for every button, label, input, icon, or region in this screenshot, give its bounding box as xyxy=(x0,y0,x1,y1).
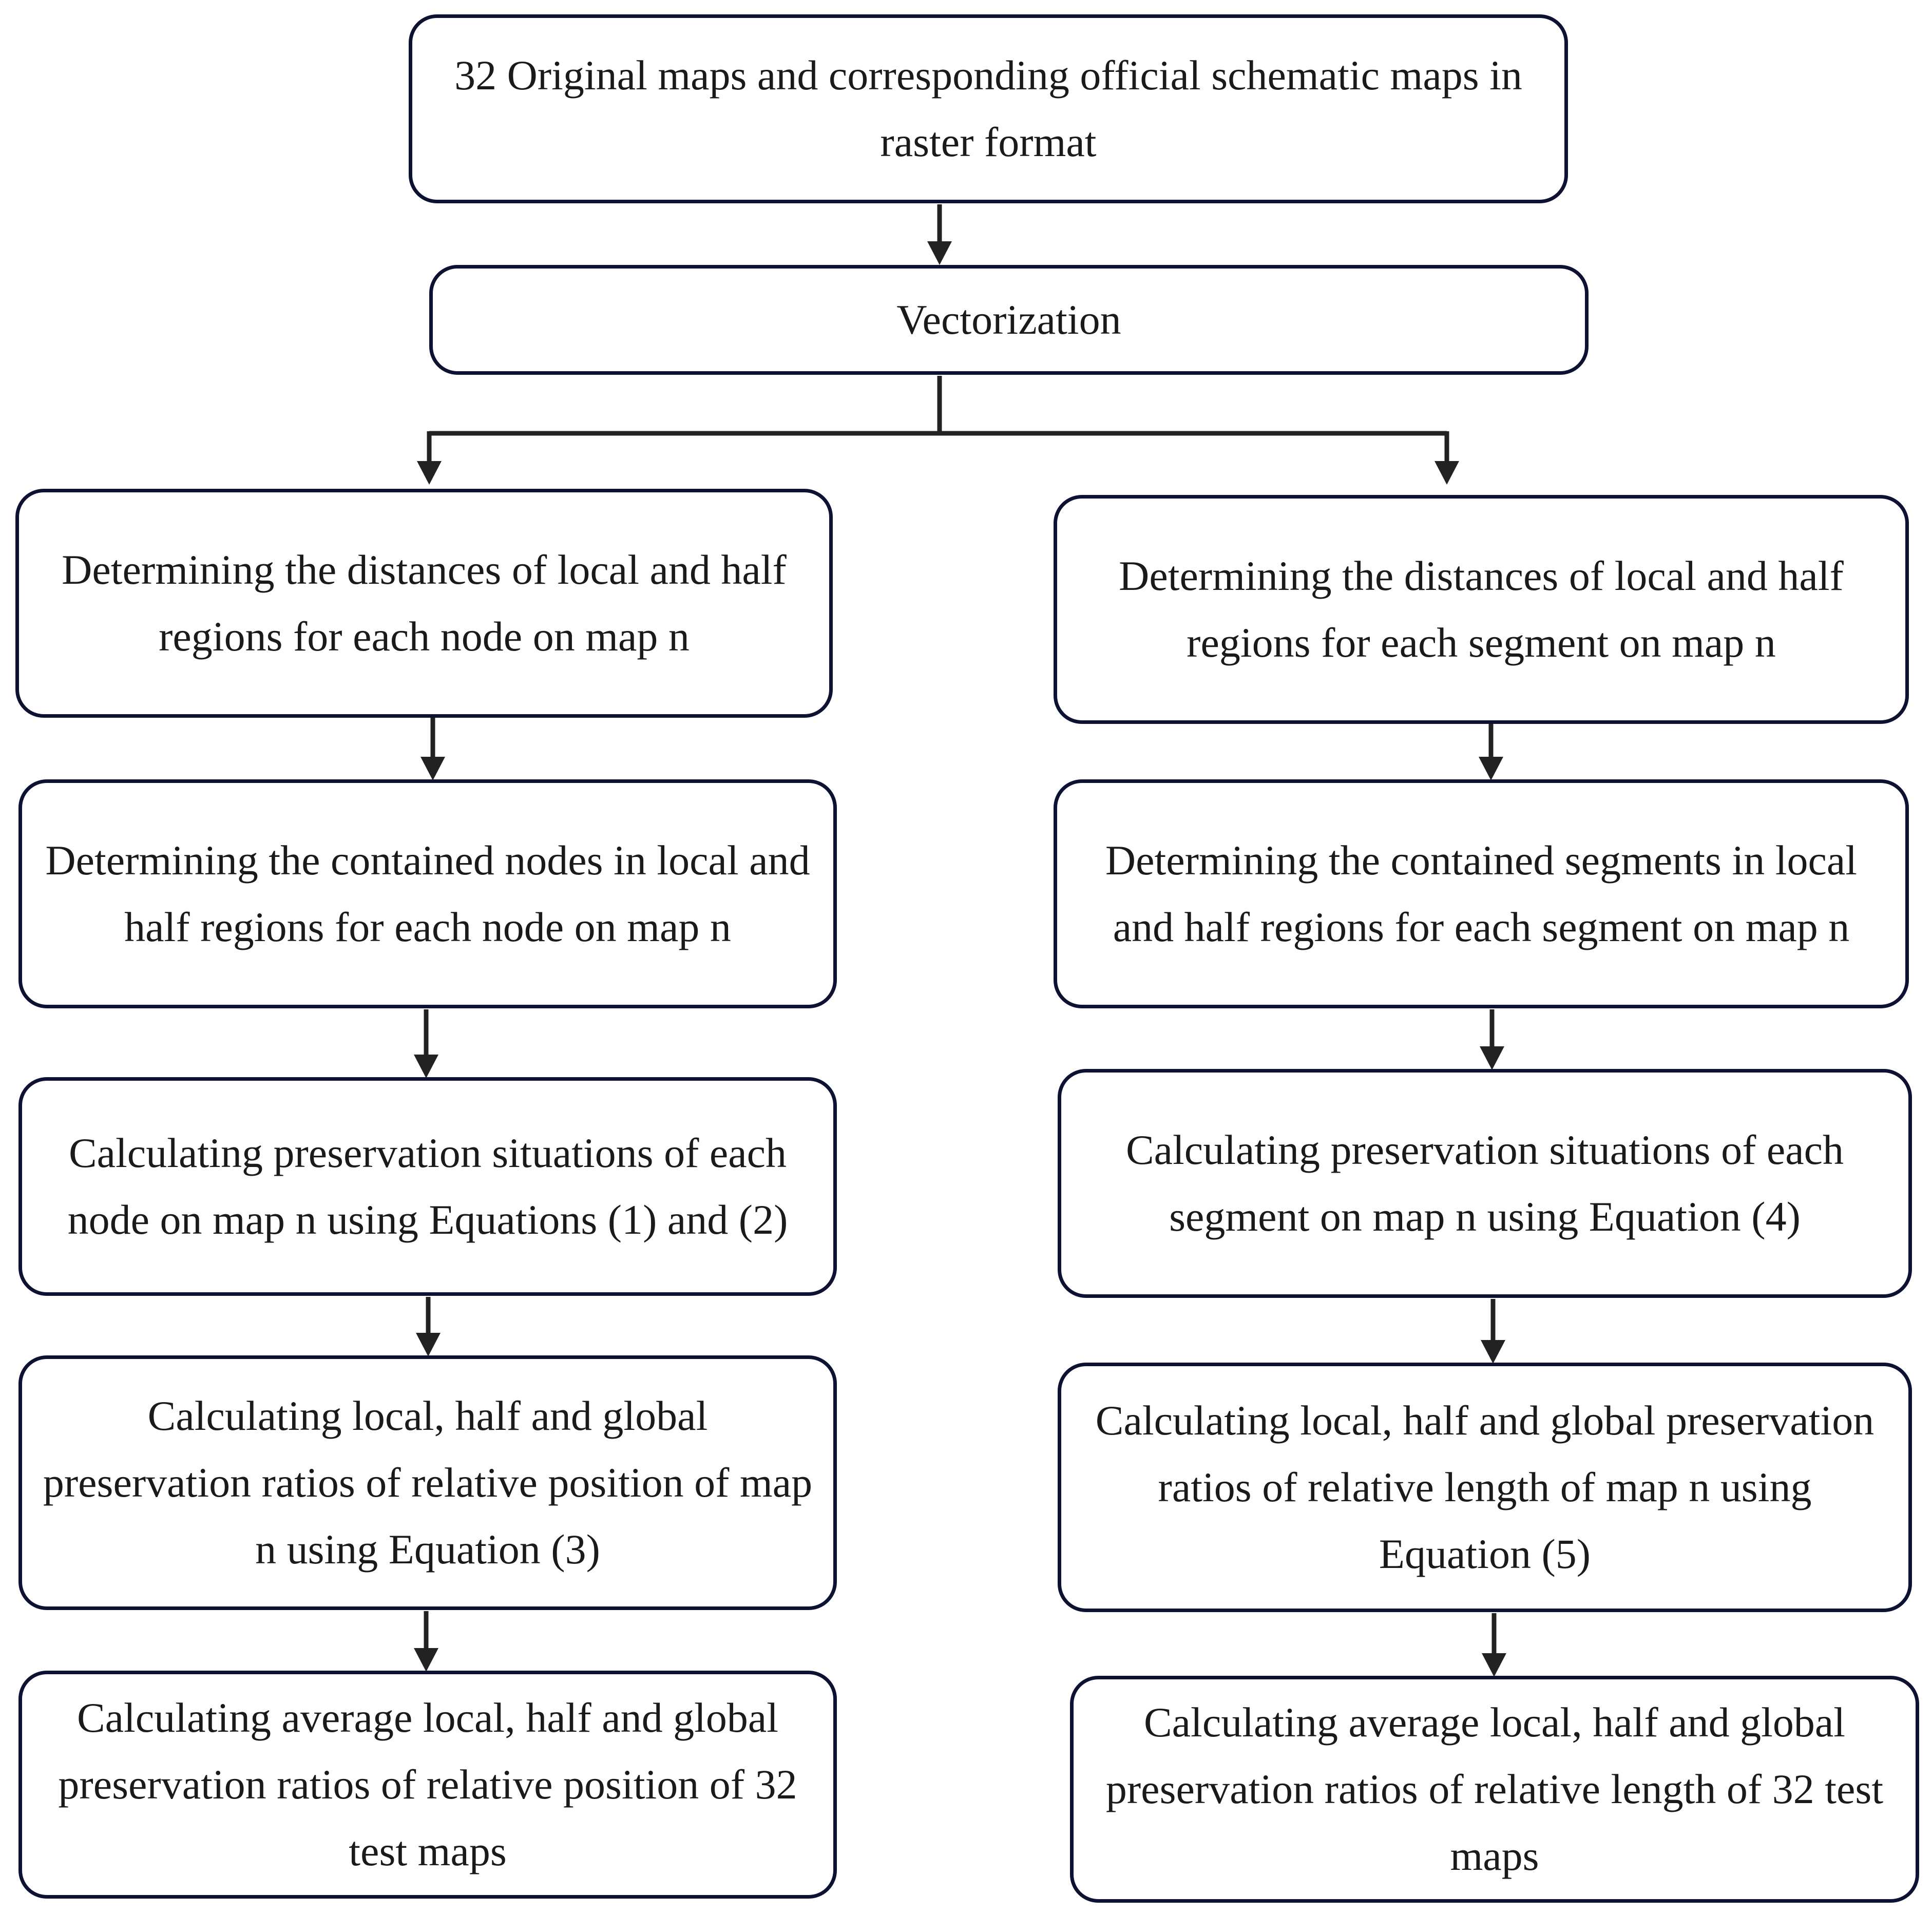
arrowhead-left-5 xyxy=(414,1648,438,1672)
arrowhead-vectorization xyxy=(927,241,952,265)
node-left-average-position-ratios: Calculating average local, half and glob… xyxy=(18,1671,837,1899)
node-vectorization: Vectorization xyxy=(429,265,1589,375)
node-left-contained-nodes: Determining the contained nodes in local… xyxy=(18,779,837,1008)
node-right-average-length-ratios-label: Calculating average local, half and glob… xyxy=(1105,1699,1884,1879)
arrowhead-left-4 xyxy=(416,1333,441,1356)
node-right-length-ratios: Calculating local, half and global prese… xyxy=(1058,1363,1912,1612)
node-right-contained-segments: Determining the contained segments in lo… xyxy=(1054,779,1909,1008)
node-right-length-ratios-label: Calculating local, half and global prese… xyxy=(1095,1397,1874,1577)
node-right-average-length-ratios: Calculating average local, half and glob… xyxy=(1070,1676,1919,1903)
arrowhead-right-1 xyxy=(1434,461,1459,485)
node-right-preservation-situations-label: Calculating preservation situations of e… xyxy=(1125,1126,1844,1240)
node-left-preservation-situations: Calculating preservation situations of e… xyxy=(18,1077,837,1296)
arrowhead-right-4 xyxy=(1481,1340,1505,1364)
node-left-average-position-ratios-label: Calculating average local, half and glob… xyxy=(58,1694,797,1874)
node-left-preservation-situations-label: Calculating preservation situations of e… xyxy=(67,1130,788,1243)
arrowhead-right-3 xyxy=(1480,1046,1504,1070)
arrowhead-left-2 xyxy=(420,757,445,780)
node-left-node-distances-label: Determining the distances of local and h… xyxy=(62,546,787,660)
arrowhead-left-1 xyxy=(417,461,442,485)
arrowhead-right-5 xyxy=(1482,1653,1506,1677)
node-left-contained-nodes-label: Determining the contained nodes in local… xyxy=(45,837,810,950)
arrowhead-left-3 xyxy=(414,1055,438,1078)
node-right-segment-distances: Determining the distances of local and h… xyxy=(1054,495,1909,724)
node-right-contained-segments-label: Determining the contained segments in lo… xyxy=(1105,837,1858,950)
arrowhead-right-2 xyxy=(1479,757,1503,780)
node-left-position-ratios-label: Calculating local, half and global prese… xyxy=(43,1392,813,1573)
node-vectorization-label: Vectorization xyxy=(896,296,1121,343)
node-right-preservation-situations: Calculating preservation situations of e… xyxy=(1058,1069,1912,1298)
node-start: 32 Original maps and corresponding offic… xyxy=(409,14,1568,203)
node-left-position-ratios: Calculating local, half and global prese… xyxy=(18,1355,837,1610)
node-start-label: 32 Original maps and corresponding offic… xyxy=(454,52,1522,165)
node-right-segment-distances-label: Determining the distances of local and h… xyxy=(1119,552,1844,666)
node-left-node-distances: Determining the distances of local and h… xyxy=(15,489,833,718)
